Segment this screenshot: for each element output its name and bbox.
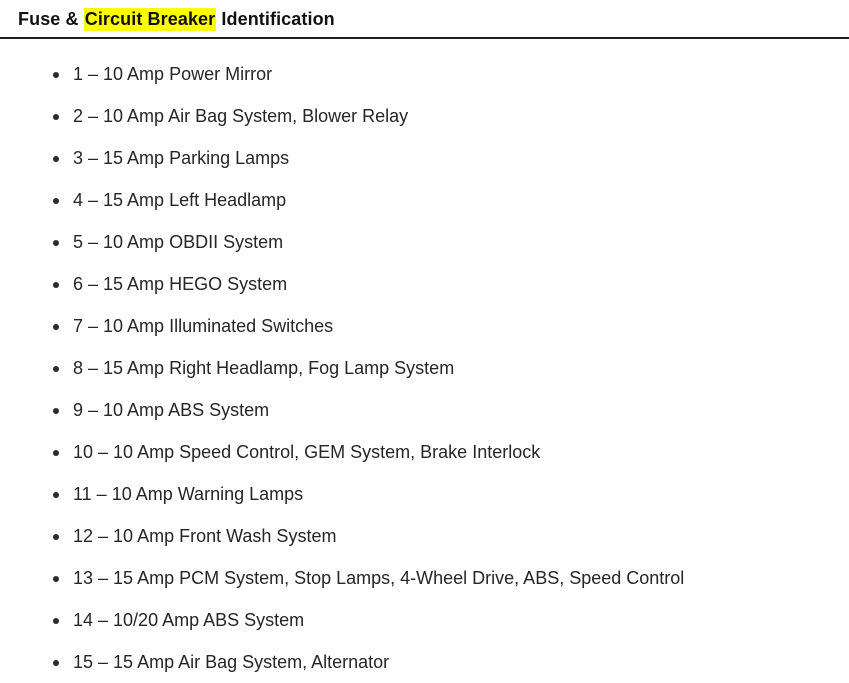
disc-bullet-icon: [53, 240, 59, 246]
list-item-label: 5 – 10 Amp OBDII System: [73, 232, 284, 252]
list-item: 3 – 15 Amp Parking Lamps: [0, 137, 849, 179]
list-item-label: 9 – 10 Amp ABS System: [73, 400, 270, 420]
list-item-label: 4 – 15 Amp Left Headlamp: [73, 190, 287, 210]
disc-bullet-icon: [53, 198, 59, 204]
page-title-suffix: Identification: [216, 9, 335, 29]
list-item: 13 – 15 Amp PCM System, Stop Lamps, 4-Wh…: [0, 557, 849, 599]
list-item: 14 – 10/20 Amp ABS System: [0, 599, 849, 641]
list-item-label: 15 – 15 Amp Air Bag System, Alternator: [73, 652, 390, 672]
list-item: 12 – 10 Amp Front Wash System: [0, 515, 849, 557]
disc-bullet-icon: [53, 618, 59, 624]
list-item-label: 6 – 15 Amp HEGO System: [73, 274, 288, 294]
list-item: 5 – 10 Amp OBDII System: [0, 221, 849, 263]
disc-bullet-icon: [53, 156, 59, 162]
disc-bullet-icon: [53, 660, 59, 666]
disc-bullet-icon: [53, 408, 59, 414]
list-item-label: 8 – 15 Amp Right Headlamp, Fog Lamp Syst…: [73, 358, 455, 378]
title-divider: [0, 37, 849, 39]
disc-bullet-icon: [53, 114, 59, 120]
list-item-label: 11 – 10 Amp Warning Lamps: [73, 484, 304, 504]
title-block: Fuse & Circuit Breaker Identification: [0, 0, 849, 31]
list-item: 9 – 10 Amp ABS System: [0, 389, 849, 431]
disc-bullet-icon: [53, 366, 59, 372]
list-item-label: 10 – 10 Amp Speed Control, GEM System, B…: [73, 442, 541, 462]
list-item: 15 – 15 Amp Air Bag System, Alternator: [0, 641, 849, 683]
list-item: 6 – 15 Amp HEGO System: [0, 263, 849, 305]
list-item: 2 – 10 Amp Air Bag System, Blower Relay: [0, 95, 849, 137]
list-item: 7 – 10 Amp Illuminated Switches: [0, 305, 849, 347]
list-item-label: 13 – 15 Amp PCM System, Stop Lamps, 4-Wh…: [73, 568, 685, 588]
list-item-label: 2 – 10 Amp Air Bag System, Blower Relay: [73, 106, 409, 126]
list-item: 1 – 10 Amp Power Mirror: [0, 53, 849, 95]
fuse-list: 1 – 10 Amp Power Mirror 2 – 10 Amp Air B…: [0, 39, 849, 683]
list-item: 11 – 10 Amp Warning Lamps: [0, 473, 849, 515]
disc-bullet-icon: [53, 492, 59, 498]
list-item: 8 – 15 Amp Right Headlamp, Fog Lamp Syst…: [0, 347, 849, 389]
list-item: 10 – 10 Amp Speed Control, GEM System, B…: [0, 431, 849, 473]
disc-bullet-icon: [53, 576, 59, 582]
page-title: Fuse & Circuit Breaker Identification: [18, 8, 849, 31]
disc-bullet-icon: [53, 534, 59, 540]
list-item-label: 7 – 10 Amp Illuminated Switches: [73, 316, 334, 336]
list-item-label: 14 – 10/20 Amp ABS System: [73, 610, 305, 630]
disc-bullet-icon: [53, 72, 59, 78]
page-title-prefix: Fuse &: [18, 9, 84, 29]
disc-bullet-icon: [53, 450, 59, 456]
list-item-label: 12 – 10 Amp Front Wash System: [73, 526, 337, 546]
disc-bullet-icon: [53, 282, 59, 288]
disc-bullet-icon: [53, 324, 59, 330]
list-item-label: 1 – 10 Amp Power Mirror: [73, 64, 273, 84]
list-item: 4 – 15 Amp Left Headlamp: [0, 179, 849, 221]
page-title-highlighted-term: Circuit Breaker: [83, 8, 217, 31]
list-item-label: 3 – 15 Amp Parking Lamps: [73, 148, 290, 168]
